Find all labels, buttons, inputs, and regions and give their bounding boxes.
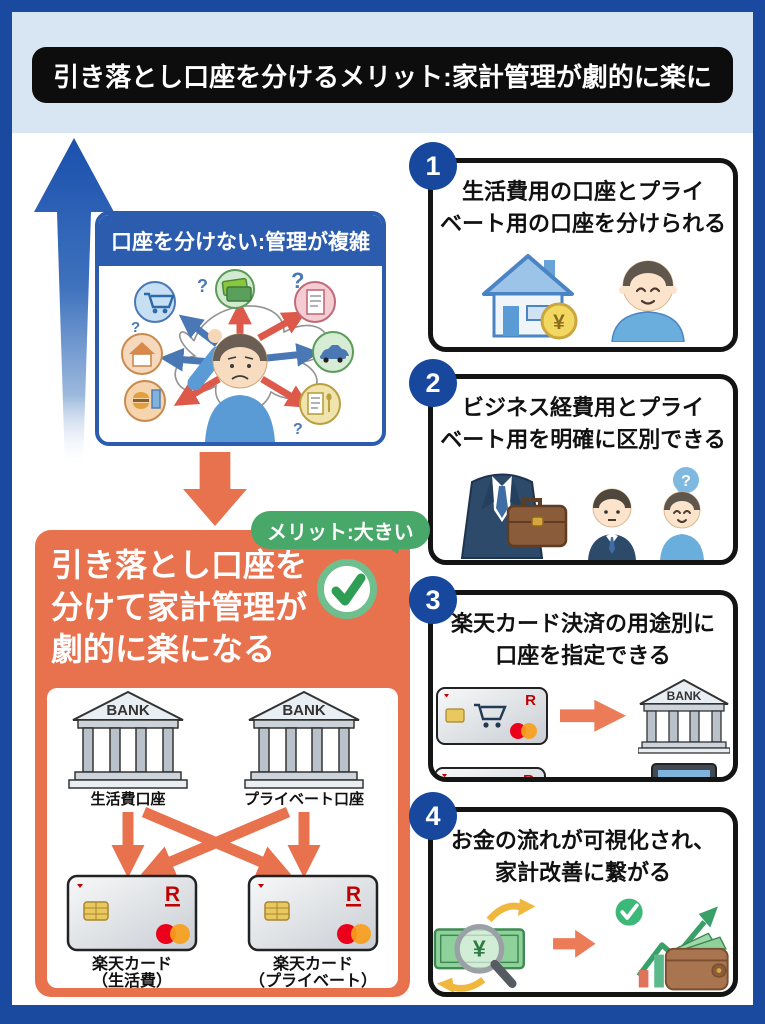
svg-text:BANK: BANK (106, 702, 149, 719)
money-magnifier-icon: ¥ (433, 898, 536, 992)
cart-card-icon: R (436, 686, 548, 745)
confused-person-illustration: ? ? ? ? (121, 268, 354, 442)
svg-text:?: ? (681, 473, 691, 490)
merit-badge: メリット:大きい (251, 511, 430, 549)
svg-text:R: R (523, 772, 534, 782)
two-people-question-icon: ? (588, 466, 704, 560)
bank-icon-right: BANK (244, 690, 364, 789)
credit-card-left: R (66, 874, 198, 952)
growth-chart-wallet-icon (615, 898, 729, 991)
card-label: 楽天カード (91, 954, 172, 973)
business-suit-icon (460, 473, 568, 559)
check-circle-icon (317, 559, 377, 619)
benefit-title: お金の流れが可視化され、 家計改善に繋がる (450, 828, 716, 885)
bank-diagram: BANK BANK (47, 688, 398, 990)
solution-box: 引き落とし口座を 分けて家計管理が 劇的に楽になる (35, 530, 410, 997)
receipt-icon (294, 281, 336, 323)
arrow-right-icon (553, 929, 596, 958)
svg-text:¥: ¥ (553, 311, 565, 334)
benefit-card-4: お金の流れが可視化され、 家計改善に繋がる ¥ (428, 807, 738, 997)
card-label: （プライベート） (249, 971, 377, 988)
bank-icon-left: BANK (68, 690, 188, 789)
menu-icon (299, 383, 341, 425)
benefit-card-1: 生活費用の口座とプライ ベート用の口座を分けられる ¥ (428, 158, 738, 352)
arrow-right-icon (558, 780, 624, 782)
question-mark: ? (197, 276, 208, 296)
arrow-right-icon (560, 699, 626, 732)
food-icon (124, 380, 166, 422)
smiling-person-icon (611, 260, 685, 342)
problem-card-title: 口座を分けない:管理が複雑 (111, 230, 370, 254)
credit-card-right: R (247, 874, 379, 952)
svg-text:R: R (165, 883, 180, 906)
benefit-card-3: 楽天カード決済の用途別に 口座を指定できる R BANK (428, 590, 738, 782)
svg-text:R: R (525, 692, 536, 709)
question-mark: ? (291, 268, 304, 293)
house-with-yen-coin-icon: ¥ (482, 253, 578, 340)
benefit-number-2: 2 (409, 359, 457, 407)
benefit-title: 楽天カード決済の用途別に 口座を指定できる (450, 611, 715, 668)
confused-man (187, 329, 275, 442)
page-title-bar: 引き落とし口座を分けるメリット:家計管理が劇的に楽に (32, 47, 733, 103)
crossing-arrows (111, 806, 321, 878)
benefit-card-2: ビジネス経費用とプライ ベート用を明確に区別できる ? (428, 374, 738, 565)
laptop-icon (651, 762, 717, 777)
page-title: 引き落とし口座を分けるメリット:家計管理が劇的に楽に (53, 61, 712, 92)
benefit-title: ビジネス経費用とプライ ベート用を明確に区別できる (440, 395, 726, 452)
benefit-number-1: 1 (409, 142, 457, 190)
solution-title: 引き落とし口座を 分けて家計管理が 劇的に楽になる (51, 547, 308, 668)
benefit-number-4: 4 (409, 792, 457, 840)
svg-text:BANK: BANK (282, 702, 325, 719)
cart-icon (134, 281, 176, 323)
benefit-number-3: 3 (409, 576, 457, 624)
card-label: 楽天カード (272, 954, 353, 973)
account-label-right: プライベート口座 (244, 790, 364, 808)
laptop-card-icon: R (434, 766, 546, 782)
benefit-title: 生活費用の口座とプライ ベート用の口座を分けられる (439, 179, 726, 236)
problem-card-header: 口座を分けない:管理が複雑 (99, 215, 382, 266)
credit-card-icon (215, 269, 255, 309)
question-mark: ? (293, 421, 303, 438)
house-icon (121, 333, 163, 375)
bank-icon: BANK (638, 678, 730, 754)
merit-badge-label: メリット:大きい (267, 521, 414, 544)
svg-text:¥: ¥ (473, 935, 486, 961)
account-label-left: 生活費口座 (90, 790, 165, 808)
briefcase-icon (506, 497, 568, 548)
card-label: （生活費） (92, 971, 172, 988)
car-icon (312, 331, 354, 373)
svg-text:BANK: BANK (667, 689, 702, 703)
svg-text:R: R (346, 883, 361, 906)
up-arrow-icon (34, 138, 114, 468)
question-mark: ? (131, 319, 140, 336)
problem-card: 口座を分けない:管理が複雑 (95, 211, 386, 446)
